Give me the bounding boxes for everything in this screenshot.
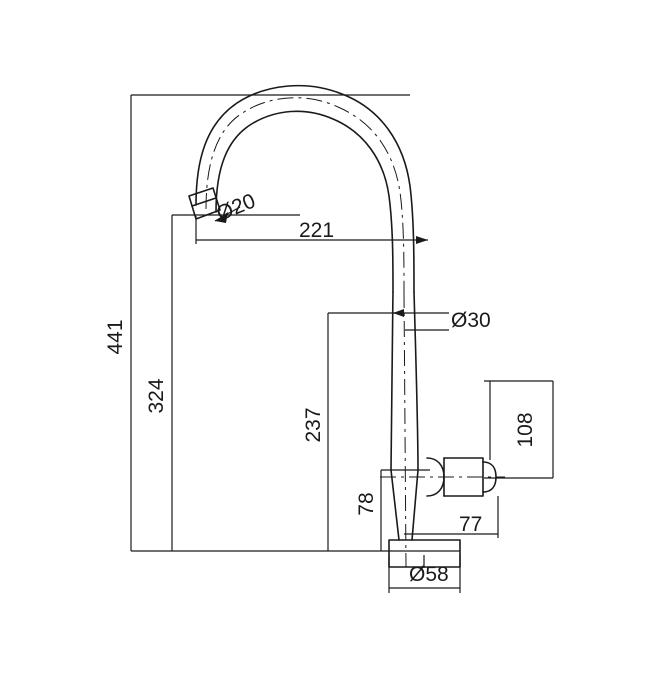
spout-outer-profile (195, 84, 415, 293)
dimension-arrowheads (215, 212, 428, 317)
arrow-dia30-left (393, 309, 404, 317)
body-vertical-centerline (403, 291, 407, 568)
arrow-221-right (416, 236, 428, 244)
arrow-dia20 (215, 212, 228, 223)
label-77: 77 (459, 513, 482, 536)
label-108: 108 (514, 412, 537, 447)
label-221: 221 (299, 219, 334, 242)
neck-left-edge (390, 291, 394, 471)
spout-inner-profile (215, 110, 394, 293)
label-dia30: Ø30 (451, 309, 491, 332)
label-78: 78 (355, 492, 378, 515)
label-441: 441 (104, 319, 127, 354)
centerlines (205, 97, 505, 568)
body-left-edge (390, 469, 400, 541)
spout-aerator (188, 187, 221, 220)
label-237: 237 (302, 407, 325, 442)
label-dia58: Ø58 (409, 563, 449, 586)
dimension-labels: Ø20 221 Ø30 441 324 237 78 77 108 Ø58 (104, 189, 537, 586)
body-right-edge (411, 469, 419, 541)
dimension-lines (130, 94, 554, 593)
label-324: 324 (145, 378, 168, 413)
neck-right-edge (413, 291, 419, 471)
spout-arc-centerline (205, 97, 405, 293)
